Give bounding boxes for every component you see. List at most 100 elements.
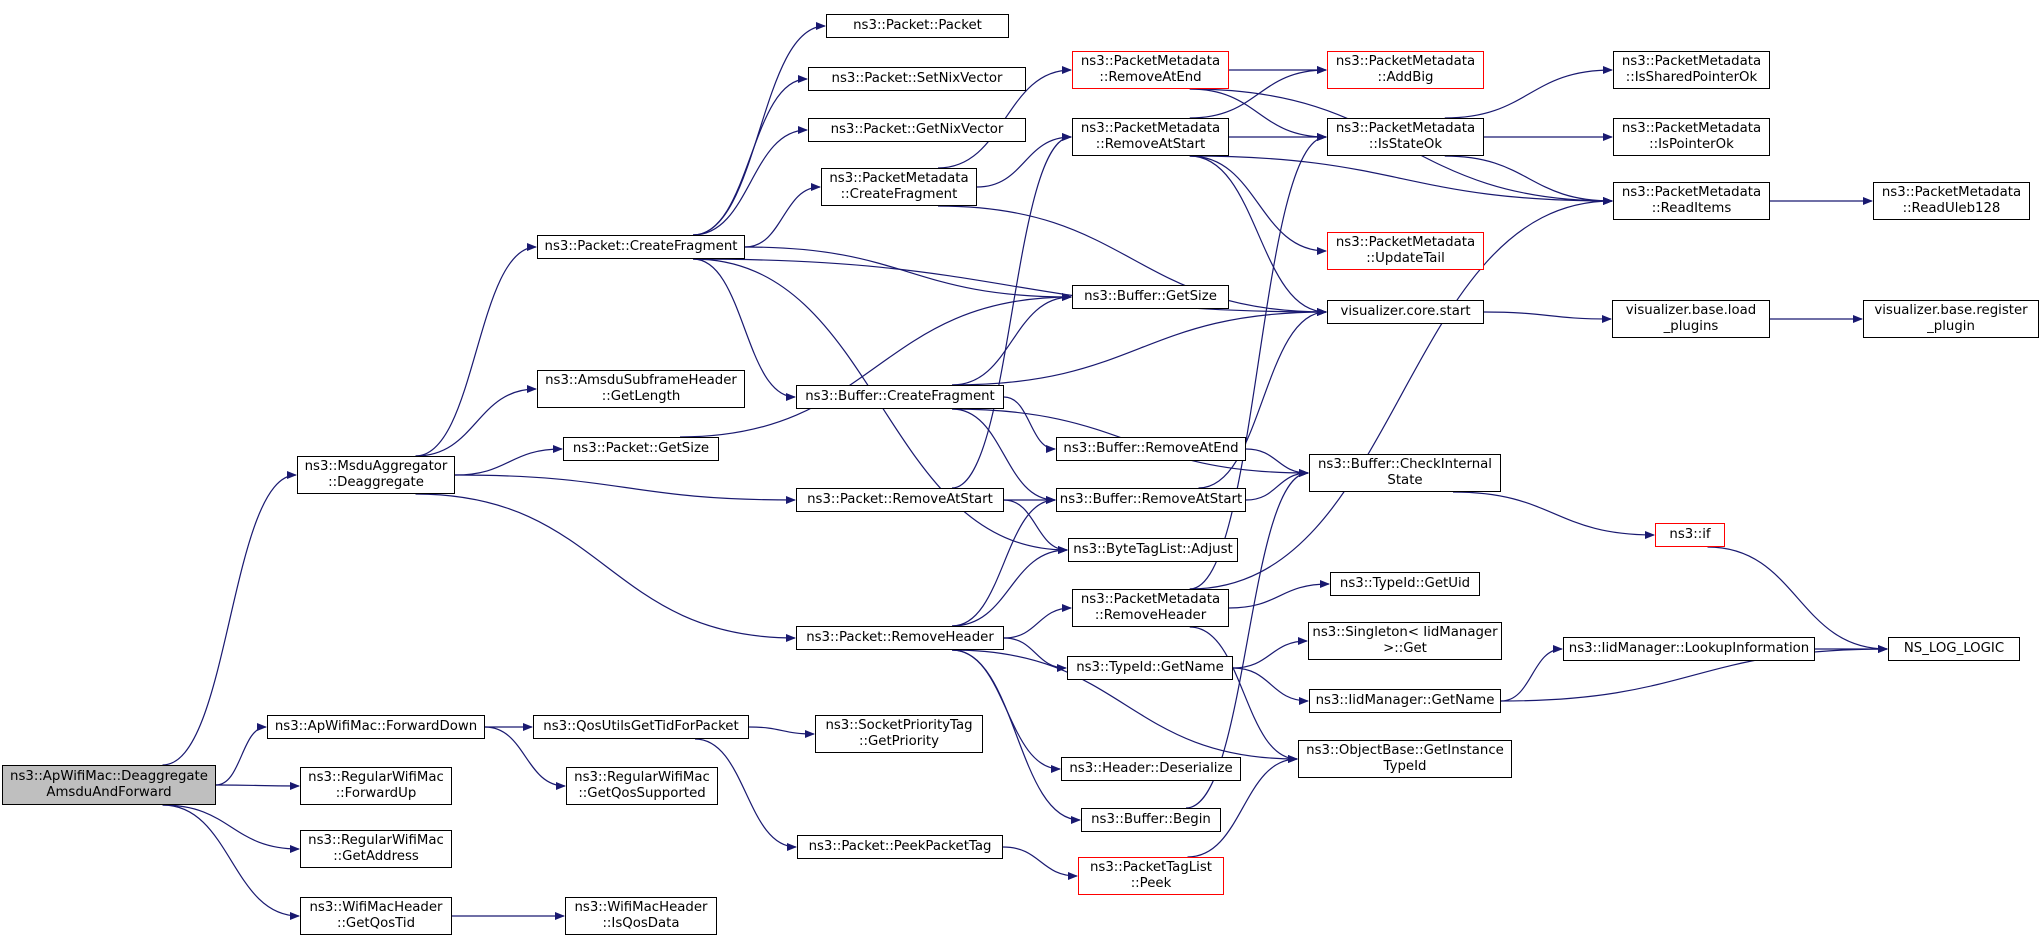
edge-root-to-get-qostid <box>162 804 300 920</box>
node-pkt-packet[interactable]: ns3::Packet::Packet <box>826 14 1009 38</box>
node-amsdu-getlen[interactable]: ns3::AmsduSubframeHeader::GetLength <box>537 370 745 408</box>
node-label-line: ns3::Packet::RemoveAtStart <box>807 492 993 507</box>
edge-pkt-createfrag-to-buf-getsize <box>744 246 1072 301</box>
node-get-addr[interactable]: ns3::RegularWifiMac::GetAddress <box>300 830 452 868</box>
node-pm-removeatend[interactable]: ns3::PacketMetadata::RemoveAtEnd <box>1072 51 1229 89</box>
node-label-line: ns3::WifiMacHeader <box>309 900 443 915</box>
node-label-line: ::IsQosData <box>602 916 680 931</box>
node-hdr-deser[interactable]: ns3::Header::Deserialize <box>1061 757 1241 781</box>
node-typeid-getname[interactable]: ns3::TypeId::GetName <box>1067 656 1233 680</box>
node-buf-getsize[interactable]: ns3::Buffer::GetSize <box>1072 285 1229 309</box>
node-pm-updatetail[interactable]: ns3::PacketMetadata::UpdateTail <box>1327 232 1484 270</box>
node-pm-isstateok[interactable]: ns3::PacketMetadata::IsStateOk <box>1327 118 1484 156</box>
node-pm-readitems[interactable]: ns3::PacketMetadata::ReadItems <box>1613 182 1770 220</box>
node-label-line: ns3::PacketMetadata <box>829 171 969 186</box>
node-label-line: _plugins <box>1663 319 1719 334</box>
edge-pkt-removeheader-to-buf-begin <box>951 649 1081 824</box>
node-label-line: ::GetAddress <box>333 849 419 864</box>
node-pm-removeheader[interactable]: ns3::PacketMetadata::RemoveHeader <box>1072 589 1229 627</box>
node-get-qossupported[interactable]: ns3::RegularWifiMac::GetQosSupported <box>566 767 718 805</box>
node-buf-removeatend[interactable]: ns3::Buffer::RemoveAtEnd <box>1056 437 1246 461</box>
node-fwd-down[interactable]: ns3::ApWifiMac::ForwardDown <box>267 715 485 739</box>
edge-typeid-getname-to-singleton-get <box>1232 637 1308 669</box>
edge-buf-removeatstart-to-buf-checkinternal <box>1245 469 1309 501</box>
node-label-line: ns3::PacketMetadata <box>1080 592 1221 607</box>
node-pkt-createfrag[interactable]: ns3::Packet::CreateFragment <box>537 235 745 259</box>
node-label-line: ns3::PacketMetadata <box>1335 235 1476 250</box>
edge-pm-createfrag-to-pm-removeatstart <box>976 133 1072 188</box>
node-sock-prio[interactable]: ns3::SocketPriorityTag::GetPriority <box>815 715 983 753</box>
node-buf-removeatstart[interactable]: ns3::Buffer::RemoveAtStart <box>1056 488 1246 512</box>
node-label-line: visualizer.core.start <box>1340 304 1471 319</box>
edge-msdu-deagg-to-pkt-removeatstart <box>454 474 796 504</box>
node-label-line: ns3::PacketMetadata <box>1621 185 1762 200</box>
node-label-line: TypeId <box>1383 759 1427 774</box>
node-get-qostid[interactable]: ns3::WifiMacHeader::GetQosTid <box>300 897 452 935</box>
edge-iid-getname-to-iid-lookup <box>1500 645 1563 702</box>
node-label-line: ns3::RegularWifiMac <box>308 833 444 848</box>
node-label-line: ns3::TypeId::GetName <box>1076 660 1224 675</box>
edge-ptl-peek-to-objbase-getinst <box>1187 755 1298 858</box>
node-pm-addbig[interactable]: ns3::PacketMetadata::AddBig <box>1327 51 1484 89</box>
node-pkt-removeheader[interactable]: ns3::Packet::RemoveHeader <box>796 626 1004 650</box>
node-is-qosdata[interactable]: ns3::WifiMacHeader::IsQosData <box>565 897 717 935</box>
node-peek-pkt-tag[interactable]: ns3::Packet::PeekPacketTag <box>797 835 1003 859</box>
node-pm-issharedptr[interactable]: ns3::PacketMetadata::IsSharedPointerOk <box>1613 51 1770 89</box>
node-fwd-up[interactable]: ns3::RegularWifiMac::ForwardUp <box>300 767 452 805</box>
edge-pkt-removeheader-to-btl-adjust <box>951 546 1068 627</box>
edge-ns3-if-to-ns-log-logic <box>1707 546 1888 653</box>
node-singleton-get[interactable]: ns3::Singleton< IidManager>::Get <box>1308 622 1502 660</box>
node-label-line: ns3::RegularWifiMac <box>308 770 444 785</box>
edge-msdu-deagg-to-pkt-getsize <box>454 445 563 476</box>
node-pkt-getsize[interactable]: ns3::Packet::GetSize <box>563 437 719 461</box>
node-vis-core-start[interactable]: visualizer.core.start <box>1327 300 1484 324</box>
node-pm-isptrok[interactable]: ns3::PacketMetadata::IsPointerOk <box>1613 118 1770 156</box>
node-label-line: ::ReadItems <box>1651 201 1732 216</box>
node-label-line: ns3::IidManager::LookupInformation <box>1568 641 1810 656</box>
node-label-line: ns3::Packet::Packet <box>853 18 982 33</box>
node-msdu-deagg[interactable]: ns3::MsduAggregator::Deaggregate <box>297 456 455 494</box>
node-label-line: ns3::PacketMetadata <box>1335 121 1476 136</box>
node-buf-begin[interactable]: ns3::Buffer::Begin <box>1081 808 1221 832</box>
node-pkt-removeatstart[interactable]: ns3::Packet::RemoveAtStart <box>796 488 1004 512</box>
edge-pm-removeheader-to-pm-readitems <box>1189 197 1613 590</box>
node-label-line: ::CreateFragment <box>840 187 958 202</box>
edge-pm-removeatend-to-pm-isstateok <box>1189 88 1327 141</box>
node-iid-lookup[interactable]: ns3::IidManager::LookupInformation <box>1563 637 1815 661</box>
node-pkt-setnix[interactable]: ns3::Packet::SetNixVector <box>808 67 1026 91</box>
node-pm-removeatstart[interactable]: ns3::PacketMetadata::RemoveAtStart <box>1072 118 1229 156</box>
edge-qos-tid-to-sock-prio <box>748 726 815 738</box>
node-vis-register-plugin[interactable]: visualizer.base.register_plugin <box>1863 300 2039 338</box>
node-typeid-getuid[interactable]: ns3::TypeId::GetUid <box>1330 572 1480 596</box>
node-label-line: visualizer.base.load <box>1625 303 1757 318</box>
node-qos-tid[interactable]: ns3::QosUtilsGetTidForPacket <box>533 715 749 739</box>
node-label-line: ns3::Packet::GetSize <box>572 441 710 456</box>
node-label-line: NS_LOG_LOGIC <box>1903 641 2005 656</box>
node-ns3-if[interactable]: ns3::if <box>1655 523 1725 547</box>
node-ptl-peek[interactable]: ns3::PacketTagList::Peek <box>1078 857 1224 895</box>
node-label-line: ns3::PacketMetadata <box>1881 185 2022 200</box>
edge-typeid-getname-to-iid-getname <box>1232 667 1309 705</box>
node-label-line: ns3::Buffer::GetSize <box>1084 289 1217 304</box>
node-label-line: ::UpdateTail <box>1366 251 1445 266</box>
node-vis-load-plugins[interactable]: visualizer.base.load_plugins <box>1612 300 1770 338</box>
node-btl-adjust[interactable]: ns3::ByteTagList::Adjust <box>1068 538 1238 562</box>
node-label-line: ns3::MsduAggregator <box>304 459 448 474</box>
node-ns-log-logic[interactable]: NS_LOG_LOGIC <box>1888 637 2020 661</box>
edge-msdu-deagg-to-pkt-removeheader <box>415 493 796 642</box>
node-label-line: ::ReadUleb128 <box>1902 201 2001 216</box>
node-label-line: ns3::ObjectBase::GetInstance <box>1306 743 1504 758</box>
edge-pm-removeatstart-to-pm-readitems <box>1189 155 1613 205</box>
node-pkt-getnix[interactable]: ns3::Packet::GetNixVector <box>808 118 1026 142</box>
edge-buf-createfrag-to-buf-removeatend <box>1003 396 1056 453</box>
node-pm-createfrag[interactable]: ns3::PacketMetadata::CreateFragment <box>821 168 977 206</box>
node-buf-createfrag[interactable]: ns3::Buffer::CreateFragment <box>796 385 1004 409</box>
node-iid-getname[interactable]: ns3::IidManager::GetName <box>1309 689 1501 713</box>
edge-buf-checkinternal-to-ns3-if <box>1452 491 1655 539</box>
node-label-line: ::GetPriority <box>859 734 939 749</box>
edge-msdu-deagg-to-pkt-createfrag <box>415 243 537 457</box>
node-pm-readuleb[interactable]: ns3::PacketMetadata::ReadUleb128 <box>1873 182 2030 220</box>
